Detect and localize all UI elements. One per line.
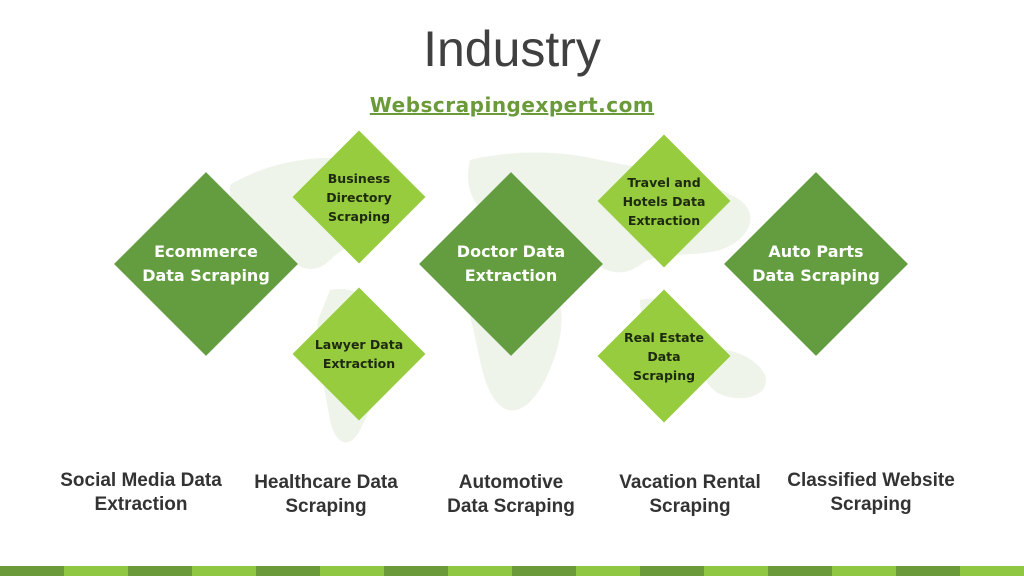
item-classified: Classified Website Scraping [787, 470, 955, 515]
label-doctor: Doctor Data Extraction [456, 242, 566, 285]
item-healthcare: Healthcare Data Scraping [254, 472, 398, 517]
label-business-directory: Business Directory Scraping [326, 170, 392, 224]
label-travel-hotels: Travel and Hotels Data Extraction [622, 174, 706, 228]
label-ecommerce: Ecommerce Data Scraping [142, 242, 270, 285]
footer-stripe [0, 566, 1024, 576]
website-link[interactable]: Webscrapingexpert.com [0, 93, 1024, 117]
label-real-estate: Real Estate Data Scraping [623, 329, 705, 383]
website-link-text: Webscrapingexpert.com [369, 93, 655, 117]
label-auto-parts: Auto Parts Data Scraping [752, 242, 880, 285]
item-vacation-rental: Vacation Rental Scraping [619, 472, 761, 517]
item-automotive: Automotive Data Scraping [447, 472, 575, 517]
label-lawyer: Lawyer Data Extraction [314, 337, 404, 371]
item-social-media: Social Media Data Extraction [60, 470, 222, 515]
page-title: Industry [423, 21, 601, 77]
